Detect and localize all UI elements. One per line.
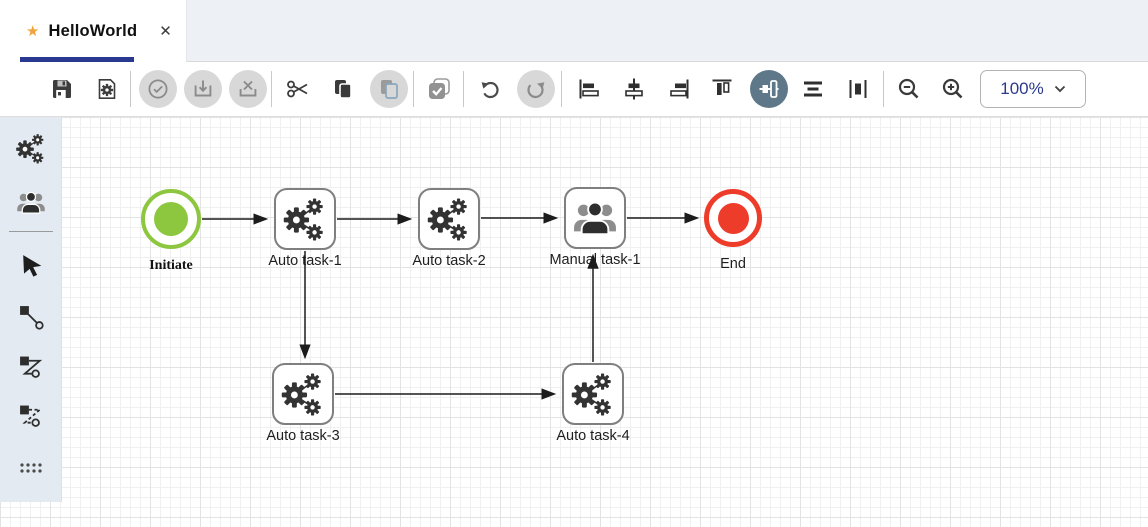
tab-bar: ★ HelloWorld ✕ — [0, 0, 1148, 62]
node-auto-task-3[interactable] — [272, 363, 334, 425]
toolbar-separator — [130, 71, 131, 107]
tab-close-icon[interactable]: ✕ — [159, 23, 172, 40]
cursor-arrow-icon — [22, 254, 41, 277]
align-center-icon — [625, 78, 643, 100]
file-settings-icon — [98, 79, 116, 99]
distribute-horizontal-button[interactable] — [846, 77, 870, 101]
redo-button-disabled[interactable] — [517, 70, 555, 108]
align-top-button[interactable] — [710, 77, 734, 101]
distribute-horizontal-icon — [849, 80, 867, 98]
palette-manual-task-tool[interactable] — [15, 186, 47, 218]
elbow-connector-icon — [19, 356, 42, 378]
toolbar: 100% — [0, 62, 1148, 117]
distribute-vertical-icon — [804, 81, 822, 97]
palette-grid-dots-handle[interactable] — [15, 452, 47, 484]
zoom-in-icon — [942, 78, 963, 99]
gears-icon — [280, 372, 326, 416]
import-button-disabled[interactable] — [184, 70, 222, 108]
cut-button[interactable] — [286, 77, 310, 101]
node-label-auto-task-2: Auto task-2 — [412, 253, 486, 269]
people-icon — [573, 201, 617, 236]
unsaved-star-icon: ★ — [26, 23, 40, 40]
redo-icon — [527, 81, 545, 99]
gears-icon — [570, 372, 616, 416]
active-tab-indicator — [20, 57, 134, 62]
zoom-out-icon — [898, 78, 919, 99]
node-auto-task-1[interactable] — [274, 188, 336, 250]
gears-icon — [426, 197, 472, 241]
file-settings-button[interactable] — [95, 77, 119, 101]
zoom-in-button[interactable] — [941, 77, 965, 101]
node-label-manual-task-1: Manual task-1 — [549, 252, 641, 268]
gears-icon — [15, 133, 47, 164]
distribute-vertical-button[interactable] — [801, 77, 825, 101]
toolbar-separator — [271, 71, 272, 107]
start-event-core — [154, 202, 188, 236]
align-top-icon — [712, 79, 732, 95]
tab-title: HelloWorld — [48, 21, 138, 40]
zoom-out-button[interactable] — [897, 77, 921, 101]
tray-download-icon — [194, 80, 212, 97]
node-initiate-start-event[interactable] — [141, 189, 201, 249]
zoom-level-dropdown[interactable]: 100% — [980, 70, 1086, 108]
tray-cancel-icon — [239, 80, 257, 97]
toolbar-separator — [413, 71, 414, 107]
palette-dashed-elbow-connector-tool[interactable] — [15, 401, 47, 433]
scissors-icon — [287, 80, 308, 98]
node-label-auto-task-1: Auto task-1 — [268, 253, 342, 269]
node-auto-task-2[interactable] — [418, 188, 480, 250]
paste-icon — [381, 80, 398, 99]
chevron-down-icon — [1054, 85, 1065, 93]
checkbox-icon — [429, 78, 450, 99]
end-event-core — [717, 202, 749, 234]
palette-auto-task-tool[interactable] — [15, 132, 47, 164]
node-label-end: End — [720, 256, 746, 272]
align-middle-icon — [759, 80, 779, 98]
gears-icon — [282, 197, 328, 241]
node-manual-task-1[interactable] — [564, 187, 626, 249]
check-circle-icon — [148, 79, 168, 99]
straight-connector-icon — [19, 305, 44, 330]
paste-button-disabled[interactable] — [370, 70, 408, 108]
align-right-button[interactable] — [667, 77, 691, 101]
validate-button-disabled[interactable] — [139, 70, 177, 108]
align-center-button[interactable] — [622, 77, 646, 101]
dashed-elbow-connector-icon — [19, 405, 42, 427]
save-icon — [53, 80, 71, 98]
node-end-event[interactable] — [704, 189, 762, 247]
multi-select-button[interactable] — [427, 77, 451, 101]
undo-button[interactable] — [478, 77, 502, 101]
toolbar-separator — [561, 71, 562, 107]
diagram-canvas[interactable] — [0, 117, 1148, 527]
align-right-icon — [670, 79, 689, 99]
undo-icon — [481, 81, 499, 99]
shape-palette — [0, 117, 62, 502]
tab-helloworld[interactable]: ★ HelloWorld ✕ — [0, 0, 187, 62]
palette-straight-connector-tool[interactable] — [15, 301, 47, 333]
copy-button[interactable] — [331, 77, 355, 101]
toolbar-separator — [883, 71, 884, 107]
node-label-initiate: Initiate — [149, 258, 193, 273]
palette-divider — [9, 231, 53, 232]
save-button[interactable] — [50, 77, 74, 101]
people-icon — [16, 191, 46, 214]
palette-select-pointer-tool[interactable] — [15, 249, 47, 281]
node-label-auto-task-3: Auto task-3 — [266, 428, 340, 444]
node-label-auto-task-4: Auto task-4 — [556, 428, 630, 444]
zoom-level-value: 100% — [1000, 79, 1044, 98]
align-middle-button-active[interactable] — [750, 70, 788, 108]
toolbar-separator — [463, 71, 464, 107]
align-left-icon — [579, 79, 599, 99]
node-auto-task-4[interactable] — [562, 363, 624, 425]
align-left-button[interactable] — [577, 77, 601, 101]
grid-dots-icon — [20, 463, 42, 473]
cancel-button-disabled[interactable] — [229, 70, 267, 108]
palette-elbow-connector-tool[interactable] — [15, 352, 47, 384]
copy-icon — [335, 80, 352, 99]
